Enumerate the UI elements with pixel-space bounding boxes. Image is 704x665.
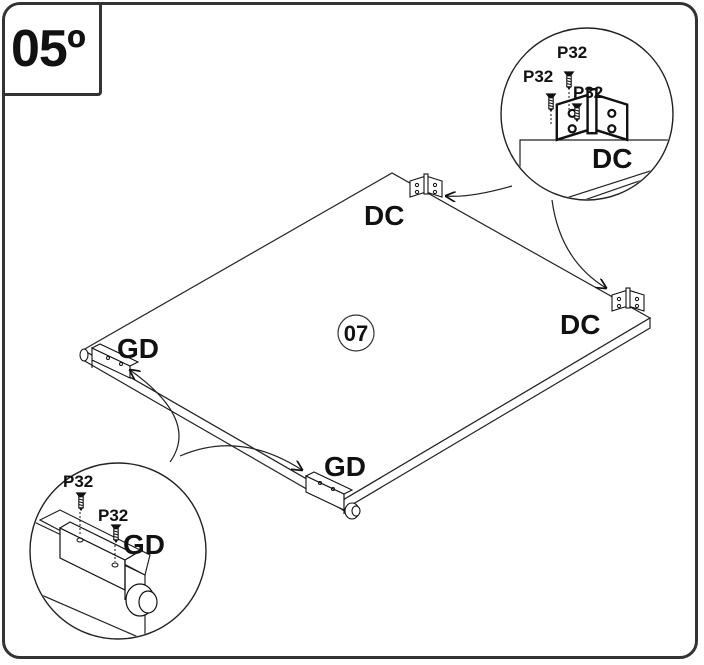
screw-label-2: P32 xyxy=(523,67,553,86)
guide-left xyxy=(79,343,140,379)
zoom-callout-hinge: P32 P32 P32 DC xyxy=(500,27,674,201)
screw-label-5: P32 xyxy=(98,506,128,525)
guide-label-left: GD xyxy=(117,333,159,364)
hinge-label-callout: DC xyxy=(592,143,632,174)
guide-label-callout: GD xyxy=(123,529,165,560)
screw-label-3: P32 xyxy=(573,83,603,102)
step-number: 05º xyxy=(11,20,86,78)
callout-arrows xyxy=(130,185,606,470)
hinge-top xyxy=(409,173,443,198)
screw-label-4: P32 xyxy=(63,472,93,491)
part-number: 07 xyxy=(344,321,368,346)
guide-front xyxy=(304,471,361,520)
hinge-right xyxy=(611,287,645,312)
hinge-label-right: DC xyxy=(560,309,600,340)
step-number-box: 05º xyxy=(5,5,102,96)
guide-label-front: GD xyxy=(324,451,366,482)
part-number-badge: 07 xyxy=(337,314,375,352)
zoom-callout-guide: P32 P32 GD xyxy=(29,462,207,640)
hinge-label-top: DC xyxy=(364,200,404,231)
screw-label-1: P32 xyxy=(557,43,587,62)
